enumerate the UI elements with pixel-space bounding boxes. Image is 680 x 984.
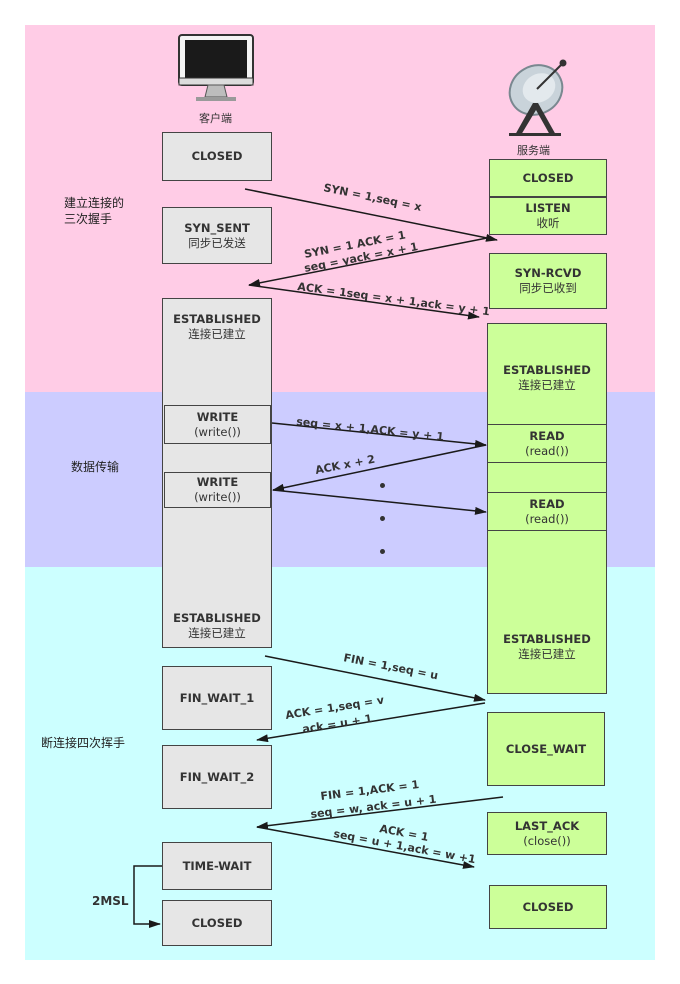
client-established-label: ESTABLISHED — [173, 312, 261, 326]
arrow-data-1 — [271, 422, 487, 448]
client-state-syn-sent: SYN_SENT 同步已发送 — [162, 207, 272, 264]
ellipsis-dot — [380, 516, 385, 521]
syn-sent-cn: 同步已发送 — [188, 235, 246, 250]
msl-label: 2MSL — [92, 894, 129, 908]
read-fn: (read()) — [525, 443, 569, 458]
msg-data-1: seq = x + 1,ACK = y + 1 — [296, 415, 445, 443]
client-state-time-wait: TIME-WAIT — [162, 842, 272, 890]
ellipsis-dot — [380, 483, 385, 488]
server-established-top: ESTABLISHED 连接已建立 — [487, 363, 607, 393]
server-state-listen: LISTEN 收听 — [489, 197, 607, 235]
client-established2-cn: 连接已建立 — [188, 626, 246, 640]
server-read-1: READ (read()) — [487, 424, 607, 463]
server-state-closed-bottom: CLOSED — [489, 885, 607, 929]
last-ack-fn: (close()) — [523, 833, 571, 848]
server-state-last-ack: LAST_ACK (close()) — [487, 812, 607, 855]
server-state-closed-top: CLOSED — [489, 159, 607, 197]
server-established2-label: ESTABLISHED — [503, 632, 591, 646]
satellite-dish-icon — [508, 59, 567, 136]
client-write-2: WRITE (write()) — [164, 472, 271, 508]
msg-fin-1: FIN = 1,seq = u — [342, 651, 439, 682]
read-label: READ — [529, 428, 565, 443]
arrow-data-ack — [272, 444, 487, 492]
listen-cn: 收听 — [536, 216, 560, 230]
listen-label: LISTEN — [525, 201, 571, 215]
client-established2-label: ESTABLISHED — [173, 611, 261, 625]
syn-rcvd-cn: 同步已收到 — [519, 281, 577, 295]
phase-handshake-line1: 建立连接的 — [64, 196, 125, 210]
server-established2-cn: 连接已建立 — [518, 647, 576, 661]
server-established-bottom: ESTABLISHED 连接已建立 — [487, 632, 607, 662]
msg-syn: SYN = 1,seq = x — [322, 181, 422, 214]
msl-bracket — [133, 865, 162, 928]
client-established-cn: 连接已建立 — [188, 327, 246, 341]
msg-ack: ACK = 1seq = x + 1,ack = y + 1 — [297, 280, 491, 318]
server-state-syn-rcvd: SYN-RCVD 同步已收到 — [489, 253, 607, 309]
ellipsis-dot — [380, 549, 385, 554]
syn-sent-label: SYN_SENT — [184, 220, 250, 235]
server-established-cn: 连接已建立 — [518, 378, 576, 392]
client-established-top: ESTABLISHED 连接已建立 — [162, 312, 272, 342]
server-established-label: ESTABLISHED — [503, 363, 591, 377]
arrow-data-2 — [272, 489, 487, 515]
arrow-syn — [244, 188, 498, 242]
read-fn: (read()) — [525, 511, 569, 526]
write-label: WRITE — [196, 475, 239, 489]
msg-data-ack: ACK x + 2 — [314, 453, 376, 477]
client-label: 客户端 — [199, 112, 232, 125]
server-label: 服务端 — [517, 144, 550, 157]
arrow-fin-1-ack — [256, 702, 486, 743]
client-state-closed-top: CLOSED — [162, 132, 272, 181]
client-state-fin-wait-2: FIN_WAIT_2 — [162, 745, 272, 809]
read-label: READ — [529, 496, 565, 511]
write-fn: (write()) — [194, 490, 241, 504]
arrow-ack — [248, 284, 480, 320]
client-state-fin-wait-1: FIN_WAIT_1 — [162, 666, 272, 730]
phase-handshake: 建立连接的 三次握手 — [64, 195, 124, 227]
client-write-1: WRITE (write()) — [164, 405, 271, 444]
server-state-close-wait: CLOSE_WAIT — [487, 712, 605, 786]
last-ack-label: LAST_ACK — [514, 818, 580, 833]
phase-teardown: 断连接四次挥手 — [41, 736, 126, 750]
computer-monitor-icon — [178, 34, 254, 101]
arrow-last-ack — [256, 826, 475, 869]
server-read-2: READ (read()) — [487, 492, 607, 531]
client-state-closed-bottom: CLOSED — [162, 900, 272, 946]
arrow-fin-2 — [256, 796, 504, 830]
client-established-bottom: ESTABLISHED 连接已建立 — [162, 611, 272, 641]
syn-rcvd-label: SYN-RCVD — [514, 266, 582, 280]
phase-handshake-line2: 三次握手 — [64, 212, 113, 226]
phase-transfer: 数据传输 — [71, 460, 120, 474]
write-fn: (write()) — [194, 424, 241, 439]
write-label: WRITE — [196, 409, 239, 424]
arrow-syn-ack — [248, 237, 488, 287]
arrow-fin-1 — [264, 655, 486, 702]
